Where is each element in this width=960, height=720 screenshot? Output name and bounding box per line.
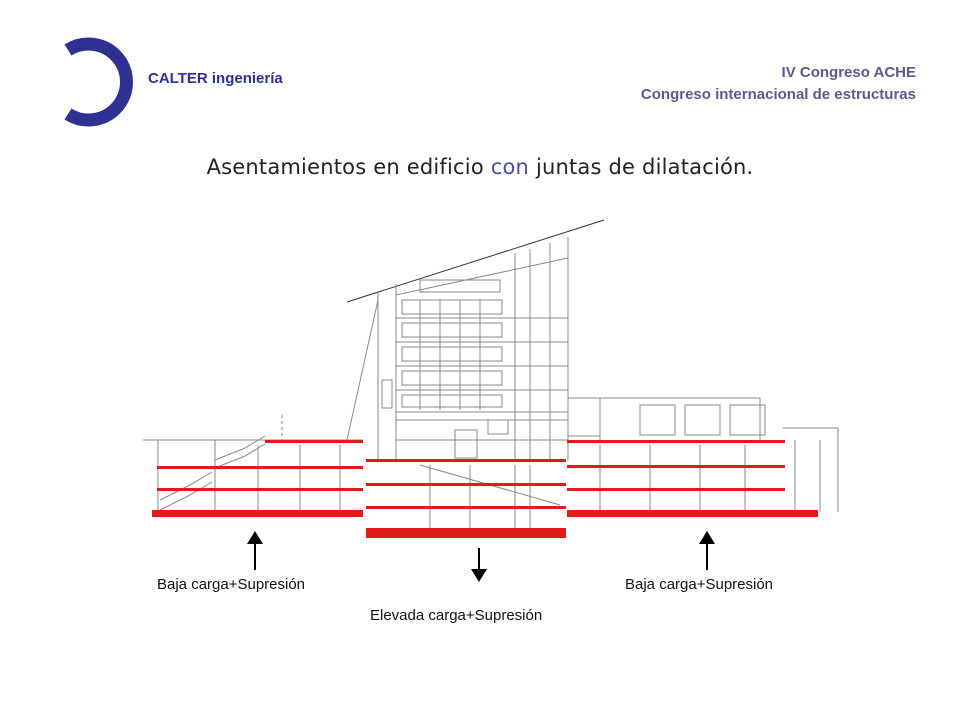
right-slab-roof: [567, 440, 785, 443]
left-slab-2: [157, 466, 363, 469]
left-up-arrow: [247, 531, 263, 570]
center-down-arrow: [471, 548, 487, 582]
center-slab-3: [366, 459, 566, 462]
title-part2: juntas de dilatación.: [529, 155, 754, 179]
left-foundation: [152, 510, 363, 517]
right-up-arrow: [699, 531, 715, 570]
floor-slabs: [152, 440, 818, 538]
left-slab-1: [157, 488, 363, 491]
center-load-label: Elevada carga+Supresión: [370, 607, 543, 624]
title-highlight: con: [490, 155, 530, 179]
left-load-label: Baja carga+Supresión: [157, 576, 306, 593]
right-slab-1: [567, 488, 785, 491]
conference-name: IV Congreso ACHE: [781, 64, 916, 81]
center-foundation: [366, 528, 566, 538]
left-slab-roof: [265, 440, 363, 443]
right-foundation: [567, 510, 818, 517]
conference-info: IV Congreso ACHE Congreso internacional …: [641, 62, 916, 106]
title-part1: Asentamientos en edificio: [206, 155, 491, 179]
building-drawing: [143, 219, 839, 530]
right-load-label: Baja carga+Supresión: [625, 576, 774, 593]
calter-logo: [64, 37, 133, 127]
slide-title: Asentamientos en edificio con juntas de …: [0, 155, 960, 179]
conference-subtitle: Congreso internacional de estructuras: [640, 86, 916, 103]
brand-name: CALTER ingeniería: [148, 70, 283, 87]
center-slab-2: [366, 483, 566, 486]
center-slab-1: [366, 506, 566, 509]
right-slab-2: [567, 465, 785, 468]
